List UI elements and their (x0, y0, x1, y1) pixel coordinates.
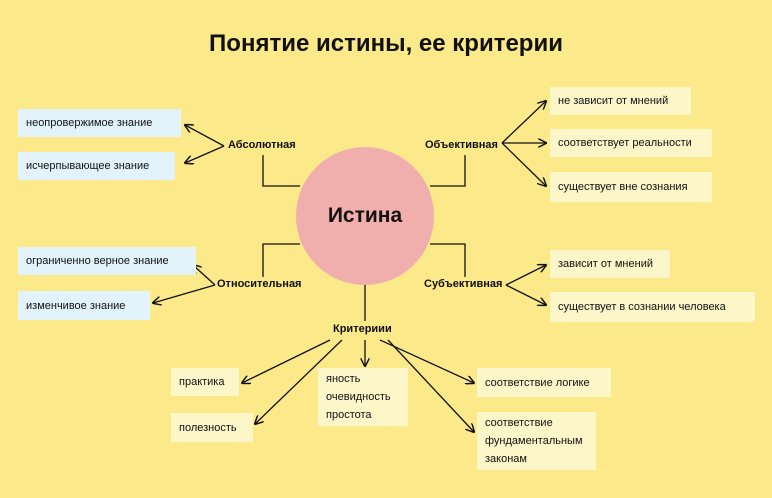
arrow-criteria-practice (242, 339, 331, 383)
center-label: Истина (327, 204, 403, 227)
objective-item: существует вне сознания (550, 172, 712, 202)
criteria-line: яность (326, 373, 361, 385)
criteria-item-laws: соответствие фундаментальным законам (477, 412, 596, 470)
arrow-criteria-logic (379, 339, 474, 383)
arrow-criteria-laws (387, 339, 474, 432)
label-absolute: Абсолютная (228, 139, 296, 151)
arrow-relative-1 (193, 265, 216, 286)
absolute-item: неопровержимое знание (18, 109, 181, 137)
criteria-line: очевидность (326, 391, 391, 403)
criteria-line: простота (326, 409, 372, 421)
arrow-subjective-2 (505, 284, 546, 305)
criteria-item-clarity: яность очевидность простота (318, 368, 408, 426)
bracket-relative (262, 243, 300, 277)
criteria-item-usefulness: полезность (171, 413, 253, 442)
label-relative: Относительная (217, 278, 302, 290)
subjective-item: существует в сознании человека (550, 292, 755, 322)
arrow-subjective-1 (505, 265, 546, 286)
label-subjective: Субъективная (424, 278, 503, 290)
bracket-subjective (430, 243, 466, 277)
arrow-criteria-usefulness (255, 339, 343, 424)
label-criteria: Критериии (333, 323, 392, 335)
objective-item: не зависит от мнений (550, 87, 691, 115)
criteria-item-practice: практика (171, 368, 239, 396)
absolute-item: исчерпывающее знание (18, 152, 175, 180)
arrow-objective-3 (501, 142, 546, 186)
criteria-line: соответствие (485, 417, 553, 429)
objective-item: соответствует реальности (550, 129, 712, 157)
center-circle: Истина (296, 147, 434, 285)
arrow-objective-1 (501, 101, 546, 144)
arrow-absolute-1 (185, 125, 225, 147)
label-objective: Объективная (425, 139, 498, 151)
criteria-line: фундаментальным (485, 435, 583, 447)
relative-item: изменчивое знание (18, 291, 150, 320)
bracket-absolute (262, 155, 300, 187)
bracket-objective (430, 155, 466, 187)
arrow-relative-2 (153, 284, 216, 303)
arrow-absolute-2 (185, 145, 225, 163)
criteria-item-logic: соответствие логике (477, 368, 611, 397)
criteria-line: законам (485, 453, 527, 465)
relative-item: ограниченно верное знание (18, 247, 196, 275)
subjective-item: зависит от мнений (550, 250, 670, 278)
page-title: Понятие истины, ее критерии (209, 30, 563, 57)
